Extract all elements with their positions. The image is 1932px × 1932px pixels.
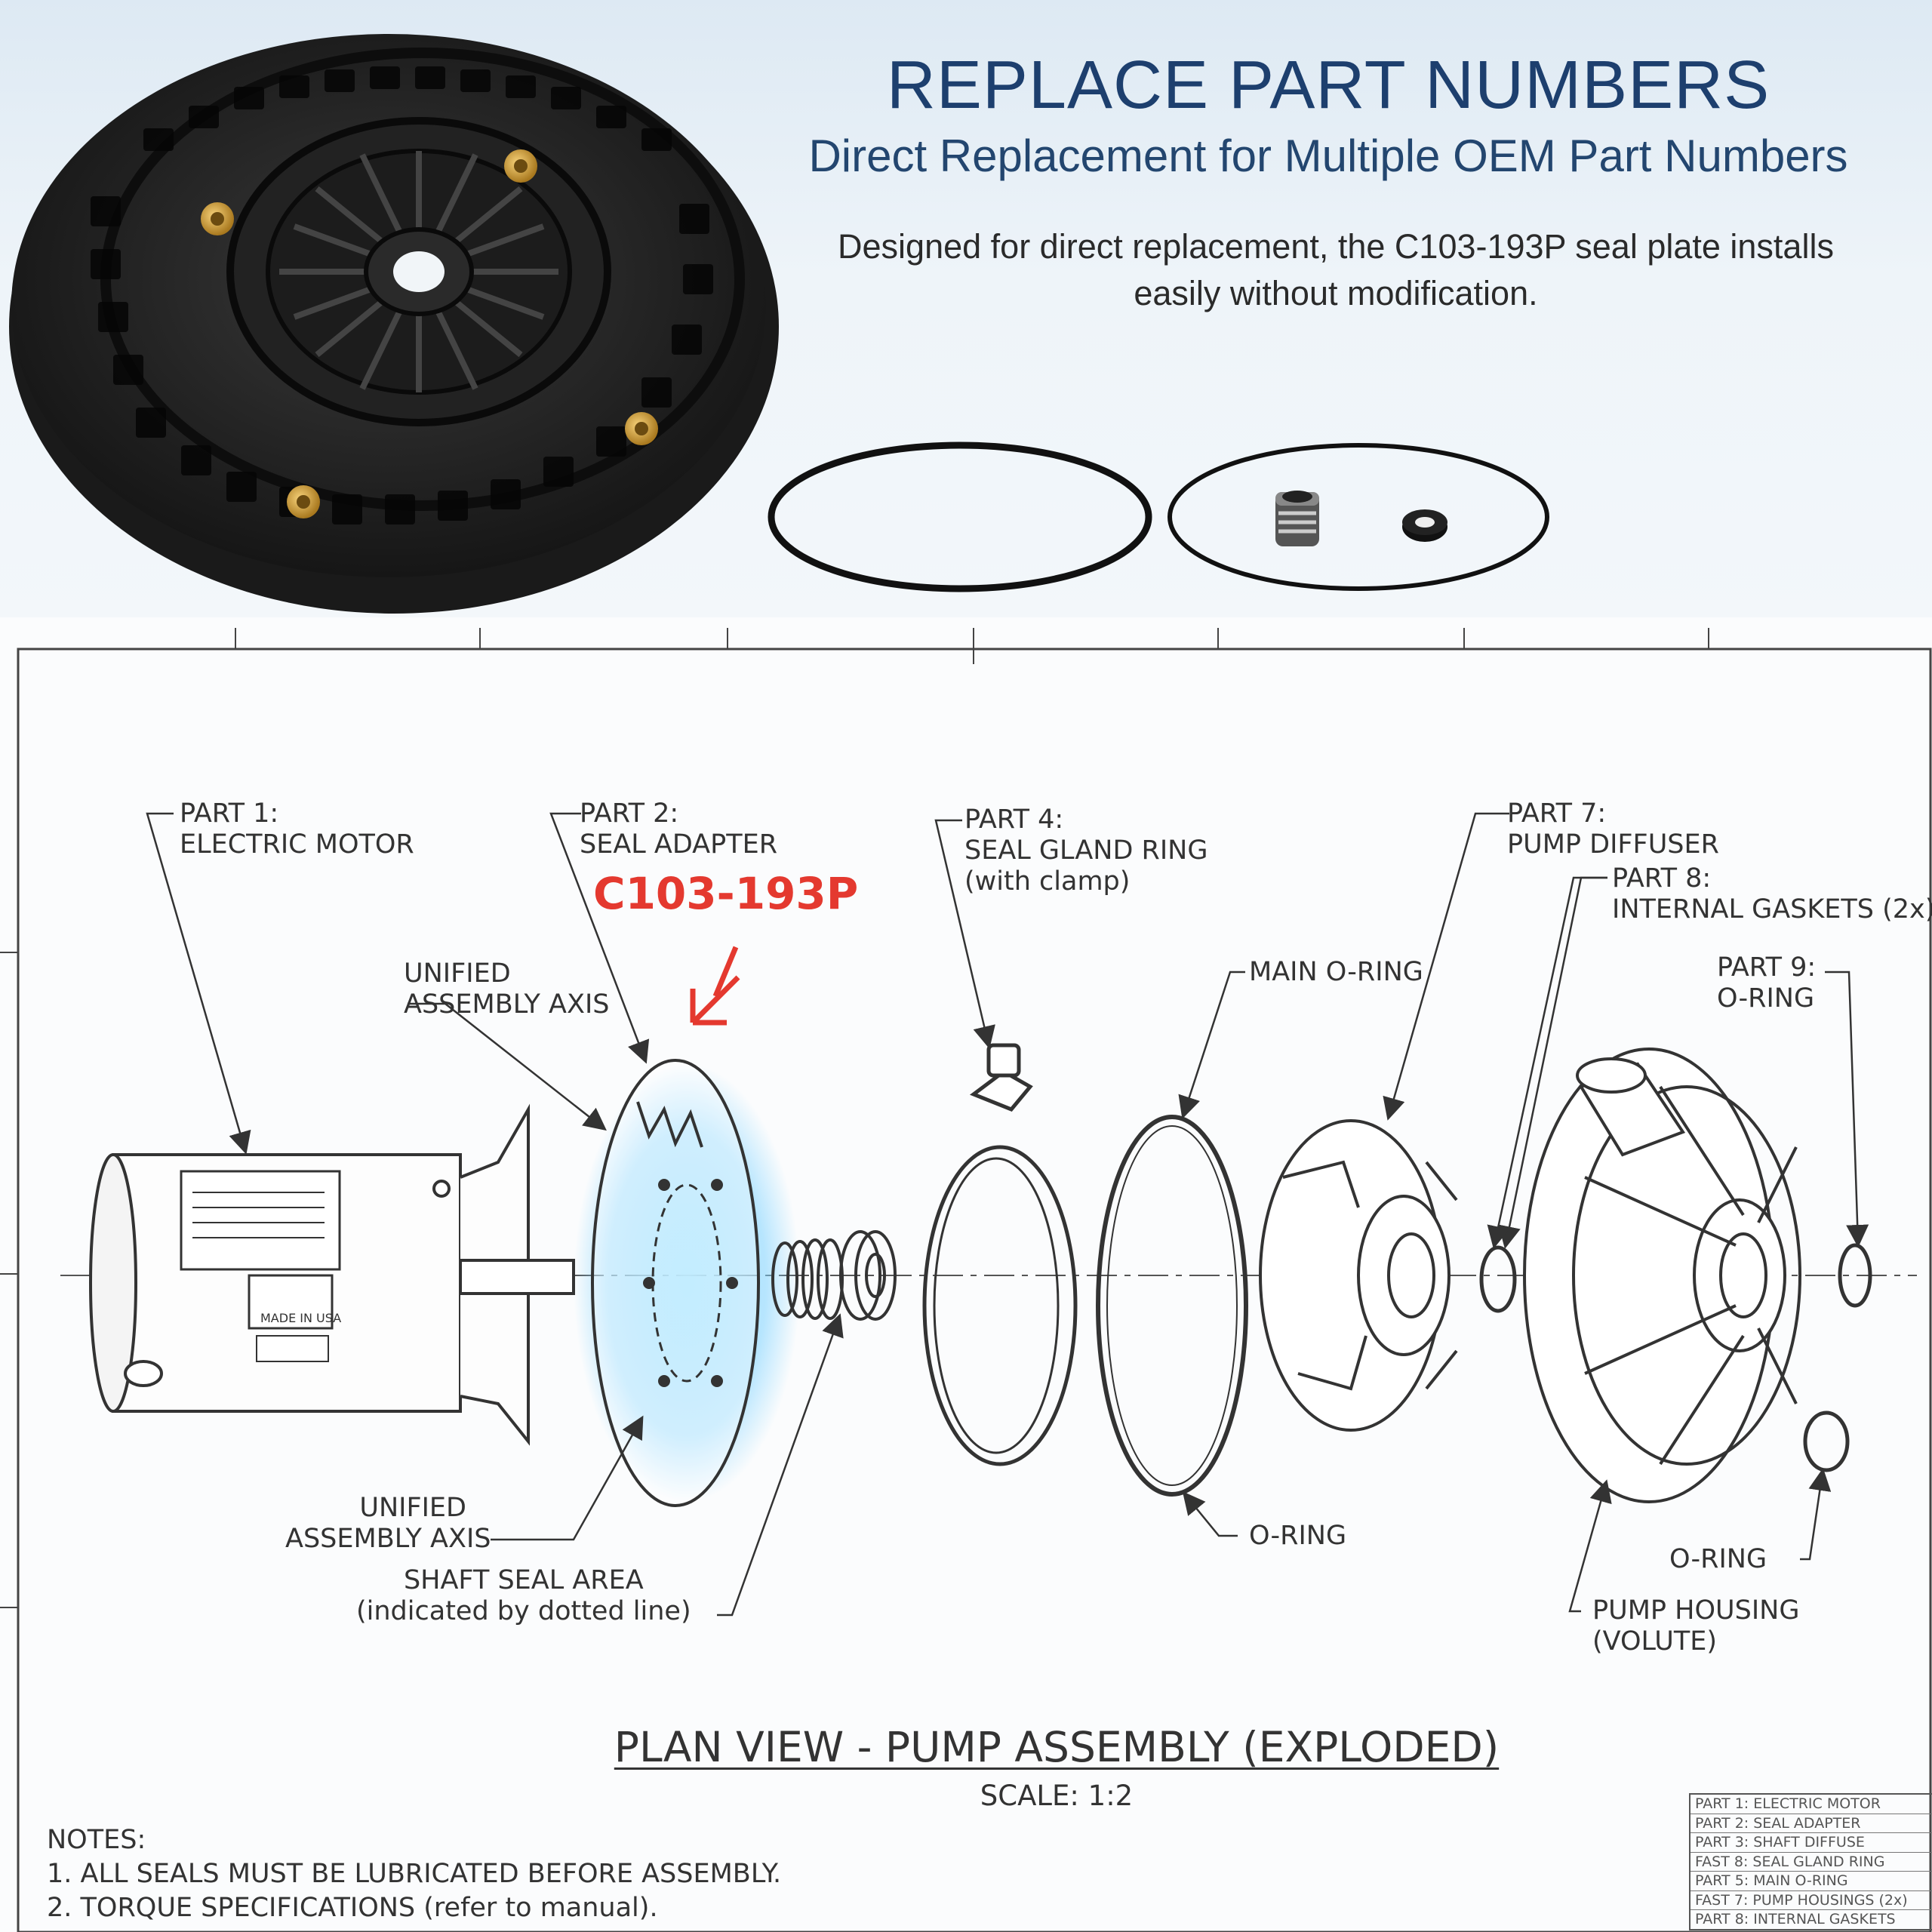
label-o-ring-center: O-RING bbox=[1249, 1521, 1347, 1551]
description-line-1: Designed for direct replacement, the C10… bbox=[838, 227, 1834, 266]
exploded-assembly-drawing: MADE IN USA bbox=[0, 628, 1932, 1932]
internal-gasket-drawing bbox=[1479, 1245, 1517, 1313]
o-ring-lower-drawing bbox=[1803, 1411, 1850, 1472]
label-part9: PART 9:O-RING bbox=[1717, 952, 1817, 1014]
red-arrow-indicator bbox=[691, 975, 740, 1025]
seal-adapter-drawing bbox=[591, 1059, 760, 1507]
label-shaft-seal-area: SHAFT SEAL AREA(indicated by dotted line… bbox=[356, 1565, 691, 1626]
label-part2: PART 2:SEAL ADAPTER bbox=[580, 798, 778, 860]
shaft-seal-photo bbox=[1275, 491, 1319, 546]
label-pump-housing: PUMP HOUSING(VOLUTE) bbox=[1592, 1595, 1800, 1657]
parts-row: PART 5: MAIN O-RING bbox=[1690, 1872, 1932, 1891]
seal-plate-photo bbox=[9, 34, 779, 614]
seal-adapter-highlight bbox=[574, 1064, 800, 1502]
drawing-title: PLAN VIEW - PUMP ASSEMBLY (EXPLODED) bbox=[614, 1723, 1500, 1771]
label-part4: PART 4:SEAL GLAND RING(with clamp) bbox=[964, 804, 1208, 897]
notes-heading: NOTES: bbox=[47, 1825, 146, 1855]
label-part1: PART 1:ELECTRIC MOTOR bbox=[180, 798, 414, 860]
parts-row: PART 3: SHAFT DIFFUSE bbox=[1690, 1833, 1932, 1853]
parts-row: PART 8: INTERNAL GASKETS bbox=[1695, 1911, 1896, 1927]
product-banner: REPLACE PART NUMBERS Direct Replacement … bbox=[0, 0, 1932, 617]
note-1: 1. ALL SEALS MUST BE LUBRICATED BEFORE A… bbox=[47, 1859, 782, 1889]
banner-description: Designed for direct replacement, the C10… bbox=[747, 223, 1924, 317]
note-2: 2. TORQUE SPECIFICATIONS (refer to manua… bbox=[47, 1893, 658, 1923]
banner-subheadline: Direct Replacement for Multiple OEM Part… bbox=[808, 131, 1848, 181]
label-part7: PART 7:PUMP DIFFUSER bbox=[1507, 798, 1719, 860]
parts-row: FAST 7: PUMP HOUSINGS (2x) bbox=[1690, 1891, 1932, 1910]
parts-list-table: PART 1: ELECTRIC MOTOR PART 2: SEAL ADAP… bbox=[1689, 1793, 1932, 1930]
pump-housing-drawing bbox=[1523, 1048, 1801, 1503]
ceramic-seat-photo bbox=[1402, 509, 1447, 542]
highlight-part-number: C103-193P bbox=[593, 868, 859, 919]
label-part8: PART 8:INTERNAL GASKETS (2x) bbox=[1612, 863, 1932, 924]
banner-headline: REPLACE PART NUMBERS bbox=[886, 48, 1770, 123]
drawing-notes: NOTES: 1. ALL SEALS MUST BE LUBRICATED B… bbox=[47, 1823, 781, 1925]
seal-gland-ring-drawing bbox=[922, 1043, 1078, 1466]
label-main-o-ring: MAIN O-RING bbox=[1249, 957, 1423, 987]
parts-row: FAST 8: SEAL GLAND RING bbox=[1690, 1853, 1932, 1872]
electric-motor-drawing bbox=[89, 1103, 575, 1446]
parts-row: PART 2: SEAL ADAPTER bbox=[1690, 1814, 1932, 1833]
parts-row: PART 1: ELECTRIC MOTOR bbox=[1690, 1795, 1932, 1814]
technical-drawing: MADE IN USA bbox=[0, 617, 1932, 1932]
motor-made-in-label: MADE IN USA bbox=[260, 1311, 341, 1325]
o-rings-and-seal-photo bbox=[768, 441, 1549, 592]
drawing-scale: SCALE: 1:2 bbox=[980, 1780, 1134, 1812]
pump-diffuser-drawing bbox=[1259, 1119, 1458, 1432]
label-o-ring-right: O-RING bbox=[1669, 1544, 1767, 1574]
description-line-2: easily without modification. bbox=[1134, 274, 1538, 312]
main-o-ring-drawing bbox=[1096, 1115, 1248, 1497]
